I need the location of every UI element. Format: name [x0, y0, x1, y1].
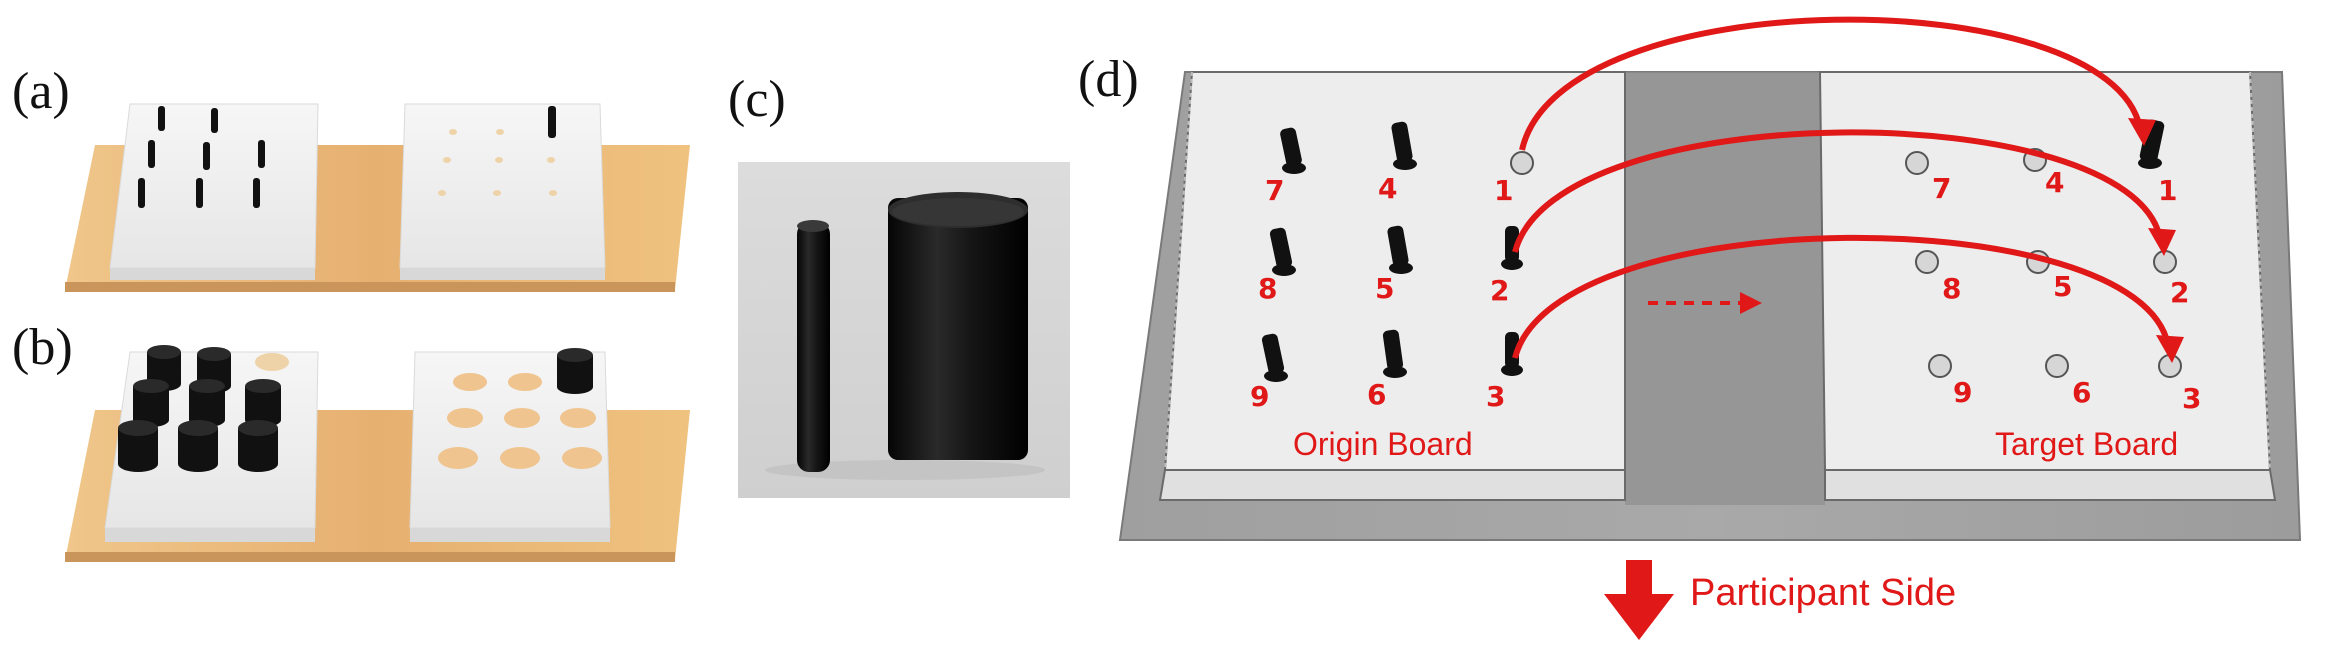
target-num-6: 6 — [2072, 376, 2091, 409]
large-peg-closeup — [888, 192, 1028, 460]
panel-label-d: (d) — [1078, 51, 1139, 108]
origin-num-8: 8 — [1258, 272, 1277, 305]
target-num-5: 5 — [2053, 270, 2072, 303]
panel-label-c: (c) — [728, 71, 786, 128]
panel-label-b: (b) — [12, 319, 73, 376]
transfer-arrows — [1512, 16, 2171, 359]
origin-num-7: 7 — [1265, 174, 1284, 207]
target-num-4: 4 — [2045, 166, 2064, 199]
origin-num-9: 9 — [1250, 380, 1269, 413]
panel-b-apparatus — [65, 345, 690, 562]
target-board-label: Target Board — [1995, 426, 2178, 462]
target-num-9: 9 — [1953, 376, 1972, 409]
arrow-peg-3 — [1512, 234, 2171, 359]
origin-num-6: 6 — [1367, 378, 1386, 411]
origin-pegs — [1261, 121, 1523, 382]
origin-num-5: 5 — [1375, 272, 1394, 305]
large-pegs-origin — [118, 345, 281, 472]
origin-num-4: 4 — [1378, 172, 1397, 205]
panel-d-diagram: 7 4 1 8 5 2 9 6 3 7 4 1 8 5 2 9 6 3 Orig… — [1118, 16, 2302, 640]
origin-num-1: 1 — [1494, 174, 1513, 207]
arrow-peg-2 — [1512, 129, 2163, 253]
panel-label-a: (a) — [12, 63, 70, 120]
thin-peg-target — [548, 106, 556, 138]
target-num-8: 8 — [1942, 272, 1961, 305]
large-holes-target — [438, 373, 602, 469]
origin-num-3: 3 — [1486, 380, 1505, 413]
target-num-3: 3 — [2182, 382, 2201, 415]
origin-board-label: Origin Board — [1293, 426, 1473, 462]
thin-pegs-origin — [138, 106, 265, 208]
arrow-heads — [2128, 118, 2184, 363]
empty-hole-origin-1 — [1510, 151, 1534, 175]
thin-peg-closeup — [797, 220, 830, 472]
arrow-peg-1 — [1519, 16, 2143, 151]
target-num-7: 7 — [1932, 172, 1951, 205]
panel-a-apparatus — [65, 103, 690, 292]
origin-num-2: 2 — [1490, 274, 1509, 307]
target-num-1: 1 — [2158, 174, 2177, 207]
target-num-2: 2 — [2170, 276, 2189, 309]
small-holes-target — [438, 129, 557, 196]
participant-side-arrow-icon — [1604, 560, 1674, 640]
panel-c-pegs — [738, 162, 1070, 498]
participant-side-label: Participant Side — [1690, 572, 1957, 614]
large-peg-target — [557, 348, 593, 394]
